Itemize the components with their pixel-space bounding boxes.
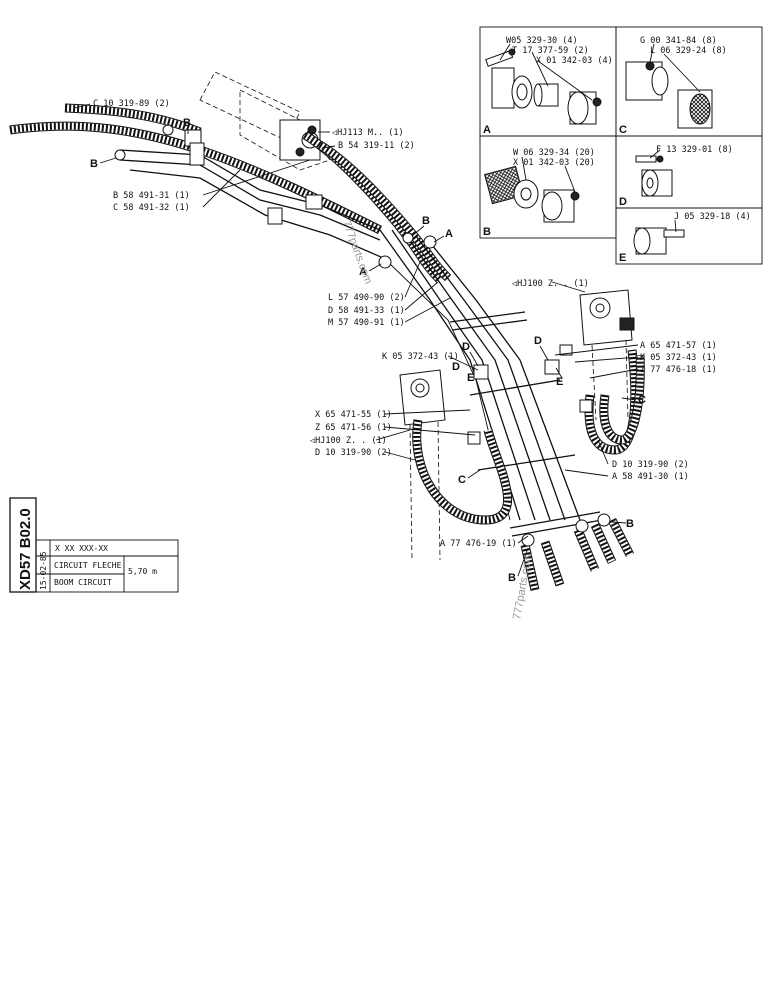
title-date: 15-02-85: [39, 551, 48, 590]
title-fr: CIRCUIT FLECHE: [54, 561, 122, 570]
label-k05-372-43-left: K 05 372-43 (1): [382, 352, 459, 362]
detail-e-drawing: [633, 219, 685, 255]
title-info-frame: [35, 539, 179, 593]
detail-b-part-2: X 01 342-03 (20): [513, 158, 595, 168]
callout-b-4: B: [626, 518, 634, 530]
detail-a-part-3: X 01 342-03 (4): [536, 56, 613, 66]
right-cylinder-mount: [579, 289, 635, 421]
callout-letters: B B B A A D D E D E C C B B: [90, 117, 646, 584]
label-a77-476-19: A 77 476-19 (1): [440, 539, 517, 549]
callout-d-2: D: [452, 361, 460, 373]
detail-boxes: W05 329-30 (4) T 17 377-59 (2) X 01 342-…: [479, 26, 763, 265]
label-a65-471-57: A 65 471-57 (1): [640, 341, 717, 351]
title-en: BOOM CIRCUIT: [54, 578, 112, 587]
detail-d-drawing: [635, 149, 673, 197]
callout-b-2: B: [90, 158, 98, 170]
detail-a-letter: A: [483, 124, 491, 136]
callout-e-1: E: [467, 372, 474, 384]
label-c10-319-89: C 10 319-89 (2): [93, 99, 170, 109]
label-c58-491-32: C 58 491-32 (1): [113, 203, 190, 213]
label-z65-471-56: Z 65 471-56 (1): [315, 423, 392, 433]
callout-e-2: E: [556, 376, 563, 388]
title-block: XD57 B02.0 15-02-85 X XX XXX-XX CIRCUIT …: [9, 497, 179, 593]
title-ref: X XX XXX-XX: [55, 544, 108, 553]
callout-labels: C 10 319-89 (2) ◁HJ113 M.. (1) B 54 319-…: [93, 99, 717, 549]
detail-box-e-frame: [615, 207, 763, 265]
label-hj113: ◁HJ113 M.. (1): [331, 128, 404, 138]
label-d10-319-90-left: D 10 319-90 (2): [315, 448, 392, 458]
label-a58-491-30: A 58 491-30 (1): [612, 472, 689, 482]
title-size: 5,70 m: [128, 567, 157, 576]
upper-hose-run: [9, 103, 389, 261]
leader-lines: [74, 103, 639, 544]
detail-a-drawing: [485, 43, 602, 125]
label-d58-491-33: D 58 491-33 (1): [328, 306, 405, 316]
callout-c-1: C: [638, 394, 646, 406]
callout-b-1: B: [183, 117, 191, 129]
detail-a-part-2: T 17 377-59 (2): [512, 46, 589, 56]
callout-a-2: A: [359, 266, 367, 278]
label-hj100-left: ◁HJ100 Z. . (1): [309, 436, 387, 446]
left-cylinder-mount: [399, 369, 446, 561]
label-b54-319-11: B 54 319-11 (2): [338, 141, 415, 151]
label-k05-372-43-right: K 05 372-43 (1): [640, 353, 717, 363]
bottom-hose-stubs: [520, 513, 635, 591]
detail-a-part-1: W05 329-30 (4): [506, 36, 578, 46]
callout-d-3: D: [534, 335, 542, 347]
callout-b-3: B: [422, 215, 430, 227]
detail-d-letter: D: [619, 196, 627, 208]
label-l57-490-90: L 57 490-90 (2): [328, 293, 405, 303]
detail-d-part-1: F 13 329-01 (8): [656, 145, 733, 155]
label-x65-471-55: X 65 471-55 (1): [315, 410, 392, 420]
callout-b-5: B: [508, 572, 516, 584]
label-hj100-top: ◁HJ100 Z. . (1): [511, 279, 589, 289]
detail-c-letter: C: [619, 124, 627, 136]
label-b58-491-31: B 58 491-31 (1): [113, 191, 190, 201]
callout-c-2: C: [458, 474, 466, 486]
detail-e-letter: E: [619, 252, 626, 264]
label-z77-476-18: Z 77 476-18 (1): [640, 365, 717, 375]
detail-c-part-1: G 00 341-84 (8): [640, 36, 717, 46]
label-d10-319-90-right: D 10 319-90 (2): [612, 460, 689, 470]
label-m57-490-91: M 57 490-91 (1): [328, 318, 405, 328]
detail-e-part-1: J 05 329-18 (4): [674, 212, 751, 222]
callout-d-1: D: [462, 341, 470, 353]
boom-tube-bundle: [379, 229, 603, 537]
lower-hoses: [412, 349, 645, 525]
detail-b-letter: B: [483, 226, 491, 238]
detail-b-drawing: [484, 156, 580, 223]
detail-b-part-1: W 06 329-34 (20): [513, 148, 595, 158]
detail-c-drawing: [625, 43, 713, 129]
fittings: [378, 232, 593, 445]
title-code: XD57 B02.0: [17, 508, 34, 590]
detail-c-part-2: L 06 329-24 (8): [650, 46, 727, 56]
callout-a-1: A: [445, 228, 453, 240]
